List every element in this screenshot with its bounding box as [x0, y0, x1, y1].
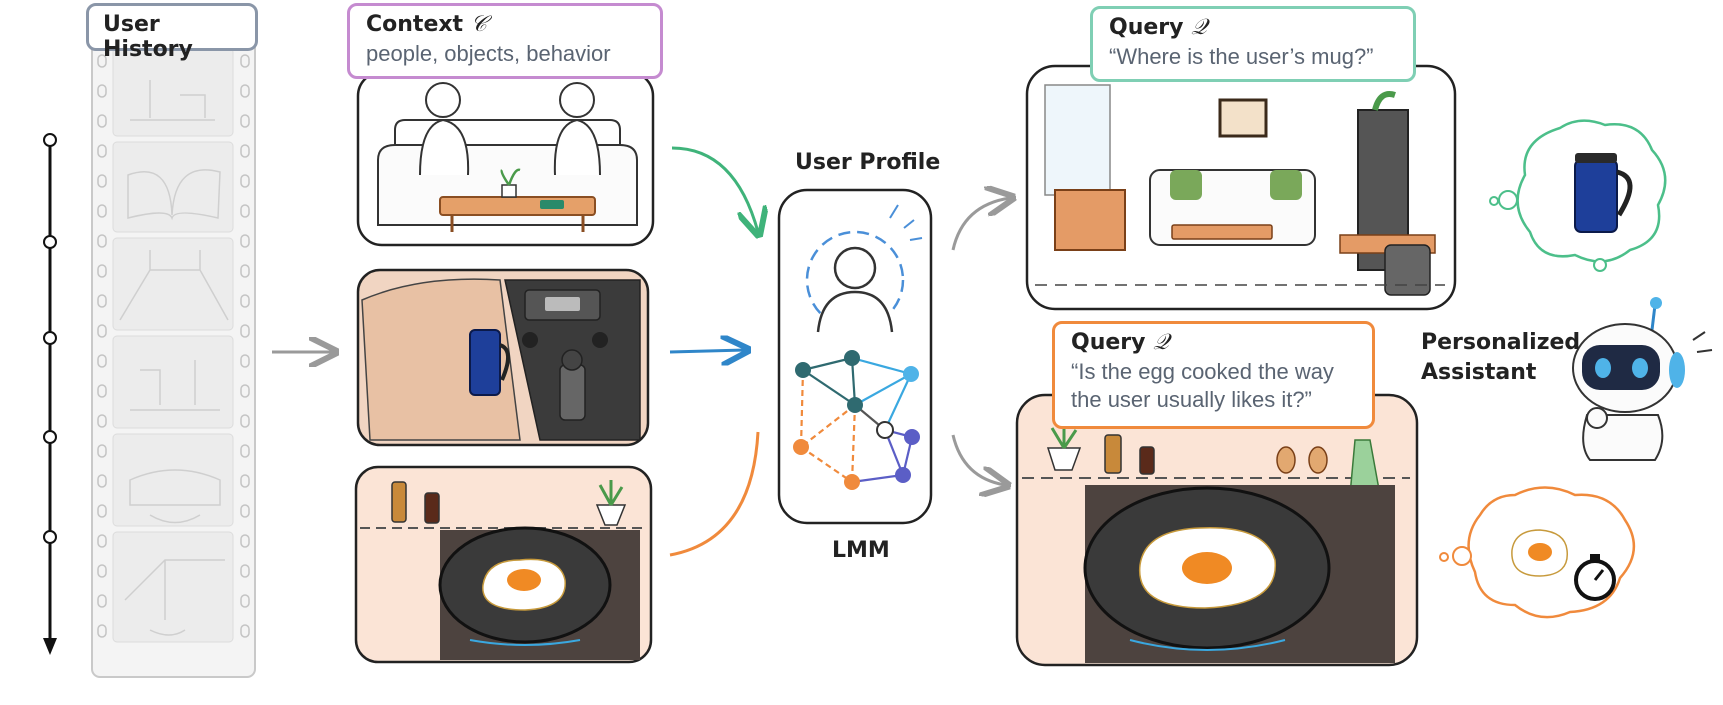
- query2-text-line2: the user usually likes it?”: [1071, 387, 1312, 412]
- history-frame: [112, 141, 234, 233]
- film-strip: [91, 39, 256, 678]
- mug-icon: [1574, 159, 1618, 233]
- context-to-profile-arrow-green: [671, 146, 758, 232]
- timeline-node: [43, 133, 57, 147]
- query2-text-line1: “Is the egg cooked the way: [1071, 359, 1334, 384]
- lmm-label: LMM: [832, 538, 890, 563]
- user-profile-card: [777, 188, 933, 525]
- timeline-node: [43, 235, 57, 249]
- query1-label: Query 𝒬 “Where is the user’s mug?”: [1090, 6, 1416, 82]
- timeline-node: [43, 331, 57, 345]
- timeline: [43, 133, 57, 655]
- user-history-label: User History: [86, 3, 258, 62]
- profile-to-query2-arrow: [951, 434, 1005, 485]
- assistant-label-line2: Assistant: [1421, 360, 1537, 385]
- network-graph-icon: [793, 350, 920, 490]
- timeline-node: [43, 530, 57, 544]
- history-frame: [112, 531, 234, 643]
- query1-title: Query: [1109, 15, 1184, 40]
- history-frame: [112, 237, 234, 331]
- timeline-node: [43, 430, 57, 444]
- scene-car: [356, 268, 650, 447]
- scene-living-room: [356, 70, 655, 247]
- robot-icon: [1572, 297, 1713, 461]
- scene-query1-room: [1025, 64, 1457, 311]
- timeline-arrow-icon: [43, 638, 57, 655]
- mug-icon: [469, 329, 501, 396]
- query2-title: Query: [1071, 330, 1146, 355]
- user-profile-title: User Profile: [795, 150, 941, 175]
- context-subtitle: people, objects, behavior: [366, 41, 611, 66]
- user-icon: [833, 246, 877, 290]
- thought-bubble-mug: [1489, 119, 1667, 272]
- history-frame: [112, 433, 234, 527]
- context-label: Context 𝒞 people, objects, behavior: [347, 3, 663, 79]
- query2-symbol: 𝒬: [1153, 330, 1169, 355]
- history-frame: [112, 335, 234, 429]
- context-to-profile-arrow-blue: [669, 350, 745, 352]
- thought-bubble-egg-timer: [1439, 486, 1636, 619]
- profile-to-query1-arrow: [951, 198, 1010, 251]
- context-symbol: 𝒞: [470, 12, 487, 37]
- scene-query2-stove: [1015, 393, 1419, 667]
- query1-text: “Where is the user’s mug?”: [1109, 44, 1374, 69]
- scene-stove: [354, 465, 653, 664]
- query1-symbol: 𝒬: [1191, 15, 1207, 40]
- context-title: Context: [366, 12, 464, 37]
- context-to-profile-arrow-orange: [669, 431, 760, 557]
- query2-label: Query 𝒬 “Is the egg cooked the way the u…: [1052, 321, 1375, 429]
- assistant-label-line1: Personalized: [1421, 330, 1581, 355]
